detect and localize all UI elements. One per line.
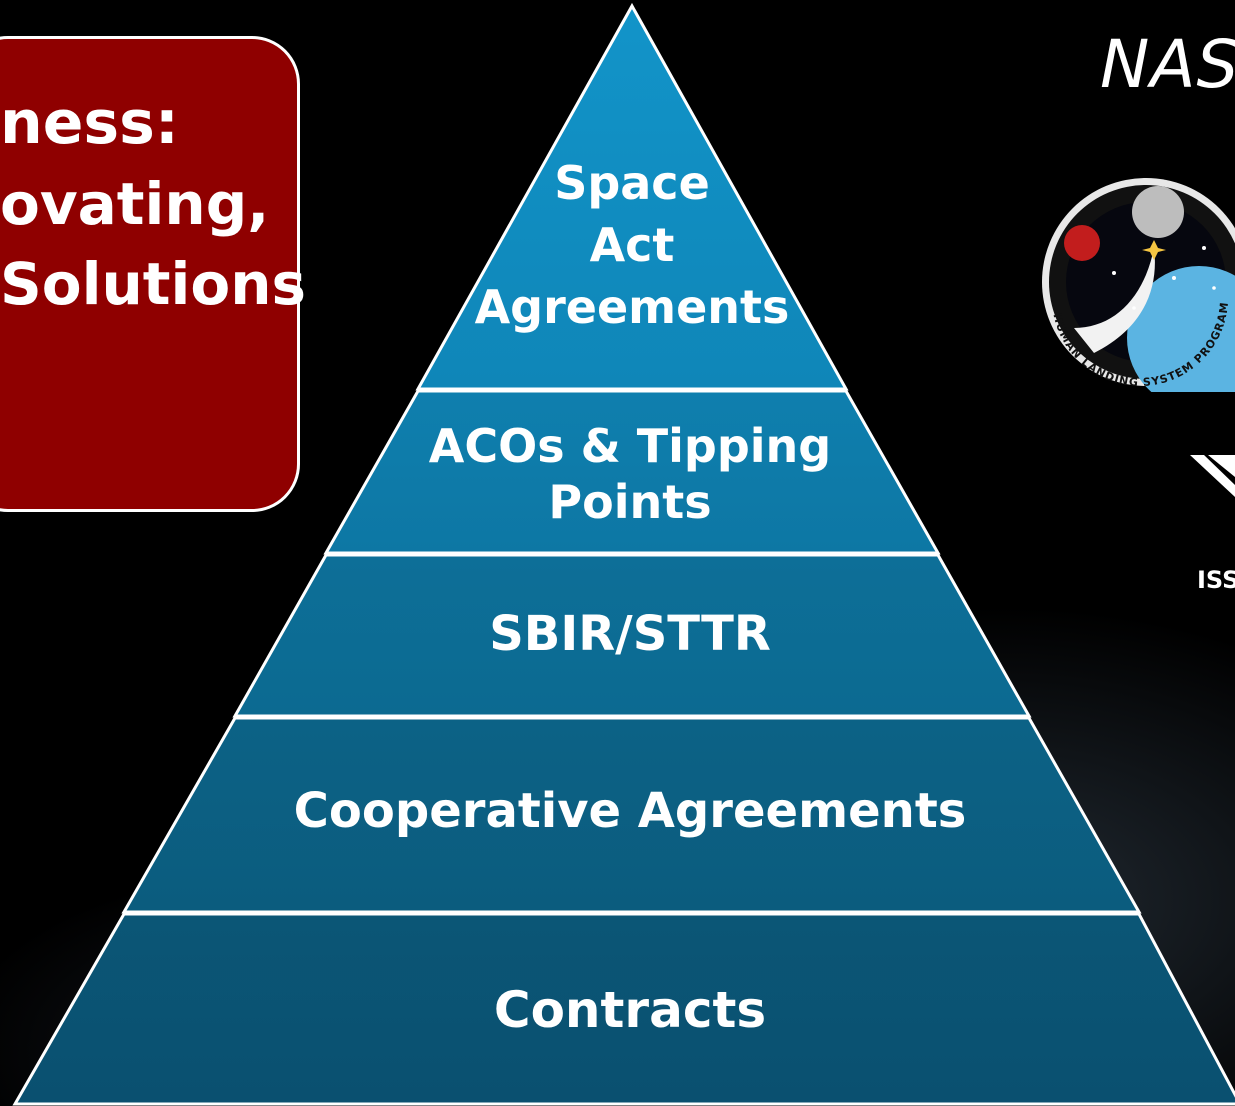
page-title: NAS [1100,26,1235,103]
pyramid-tier-3 [232,553,1032,718]
tier-label-space-act-agreements: Space Act Agreements [432,152,832,338]
tier-label-line: Space [554,156,710,210]
tier-label-cooperative-agreements: Cooperative Agreements [280,783,980,839]
red-callout-panel [0,36,300,512]
tier-label-contracts: Contracts [380,982,880,1038]
callout-line-1: ness: [0,88,179,158]
tier-label-line: Points [548,475,712,529]
tier-label-acos-tipping-points: ACOs & Tipping Points [420,418,840,530]
tier-label-line: ACOs & Tipping [428,419,832,473]
callout-line-2: ovating, [0,170,270,238]
tier-label-sbir-sttr: SBIR/STTR [400,606,860,662]
tier-label-line: Agreements [474,280,790,334]
human-landing-system-patch-logo: HUMAN LANDING SYSTEM PROGRAM [1042,178,1235,392]
pyramid-tier-1 [415,2,849,391]
tier-label-line: Act [589,218,675,272]
callout-line-3: Solutions [0,250,307,318]
iss-label: ISS [1197,566,1235,594]
agency-chevron-logo [1190,455,1235,497]
tier-label-line: Cooperative Agreements [293,783,967,839]
pyramid-tier-2 [323,389,941,555]
tier-label-line: Contracts [493,981,767,1039]
pyramid-tier-4 [121,716,1142,914]
pyramid-tier-5 [12,912,1235,1106]
tier-label-line: SBIR/STTR [489,606,771,662]
